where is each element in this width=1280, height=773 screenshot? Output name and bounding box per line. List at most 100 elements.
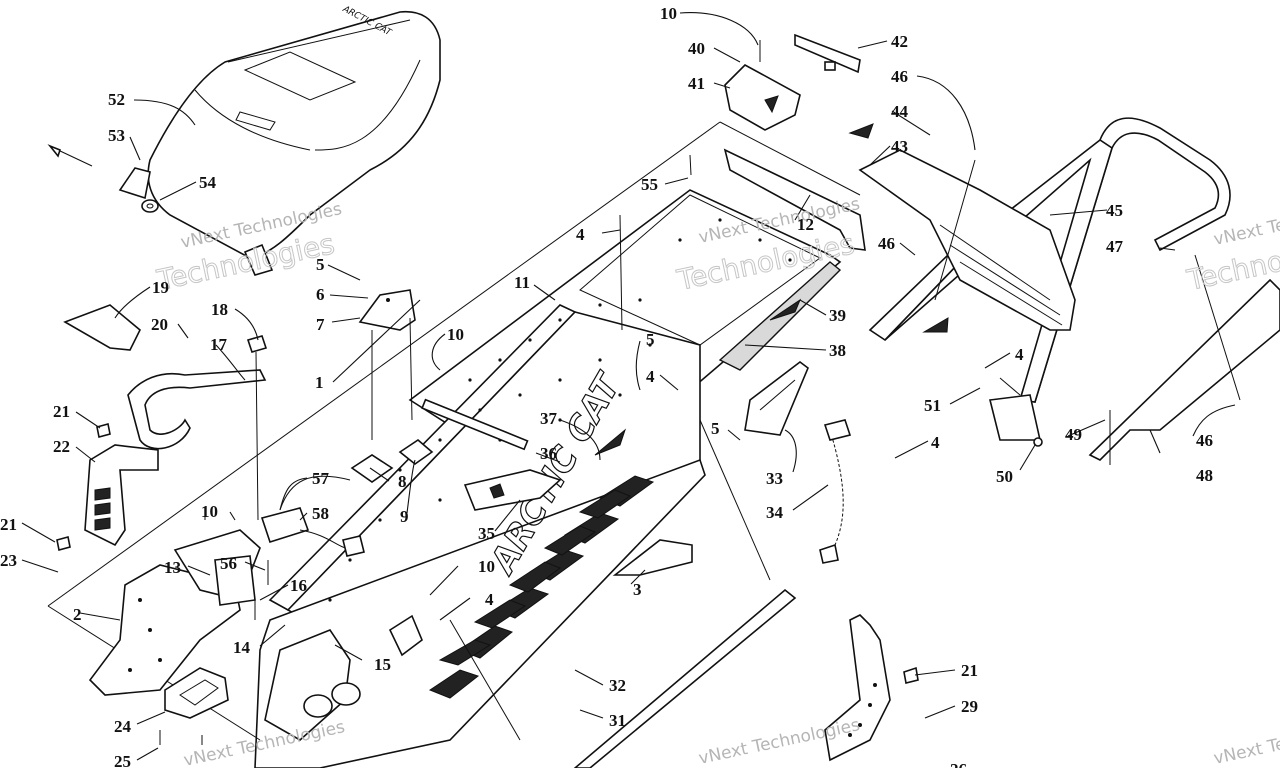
callout-51: 51 xyxy=(924,396,941,415)
callout-4b: 4 xyxy=(646,367,655,386)
callout-17: 17 xyxy=(210,335,228,354)
callout-9: 9 xyxy=(400,507,409,526)
callout-26: 26 xyxy=(950,760,967,768)
flap-45 xyxy=(858,149,1076,331)
callout-23: 23 xyxy=(0,551,17,570)
plate-33 xyxy=(744,360,809,436)
callout-56: 56 xyxy=(220,554,237,573)
step-bracket-22 xyxy=(84,444,159,547)
front-bracket-13 xyxy=(173,529,261,606)
callout-41: 41 xyxy=(688,74,705,93)
nut-21b xyxy=(56,536,71,551)
callout-46c: 46 xyxy=(1196,431,1213,450)
module-58 xyxy=(260,475,365,557)
callout-35: 35 xyxy=(478,524,495,543)
leader-lines xyxy=(21,12,1236,761)
callout-54: 54 xyxy=(199,173,217,192)
cover-24 xyxy=(164,667,229,719)
callout-4c: 4 xyxy=(485,590,494,609)
seat-pin-53 xyxy=(47,144,93,167)
callout-4e: 4 xyxy=(931,433,940,452)
callout-13: 13 xyxy=(164,558,181,577)
front-bracket-2 xyxy=(88,558,241,696)
callout-4d: 4 xyxy=(1015,345,1024,364)
callout-37: 37 xyxy=(540,409,558,428)
callout-39: 39 xyxy=(829,306,846,325)
callout-6: 6 xyxy=(316,285,325,304)
callout-21b: 21 xyxy=(0,515,17,534)
callout-48: 48 xyxy=(1196,466,1213,485)
nut-18 xyxy=(246,335,268,521)
callout-36: 36 xyxy=(540,444,557,463)
seat-bushing-54 xyxy=(141,199,159,213)
callout-32: 32 xyxy=(609,676,626,695)
callout-7: 7 xyxy=(316,315,325,334)
chain-34 xyxy=(819,419,852,564)
nut-21c xyxy=(903,666,919,684)
callout-15: 15 xyxy=(374,655,391,674)
callout-10d: 10 xyxy=(478,557,495,576)
tunnel-assembly: ARCTIC CAT xyxy=(254,148,866,769)
callout-1: 1 xyxy=(315,373,324,392)
callout-24: 24 xyxy=(114,717,132,736)
callout-44: 44 xyxy=(891,102,909,121)
callout-29: 29 xyxy=(961,697,978,716)
nut-21a xyxy=(96,423,111,438)
callout-42: 42 xyxy=(891,32,908,51)
callout-53: 53 xyxy=(108,126,125,145)
callout-58: 58 xyxy=(312,504,329,523)
callout-labels: 1 2 3 4 4 4 4 4 5 5 5 6 7 8 9 10 10 10 1… xyxy=(0,4,1213,773)
callout-12: 12 xyxy=(797,215,814,234)
callout-40: 40 xyxy=(688,39,705,58)
bracket-3 xyxy=(612,539,693,576)
bracket-7 xyxy=(358,289,416,331)
callout-47: 47 xyxy=(1106,237,1124,256)
callout-16: 16 xyxy=(290,576,307,595)
callout-21a: 21 xyxy=(53,402,70,421)
callout-10c: 10 xyxy=(201,502,218,521)
watermark-9: vNext Technologies xyxy=(1212,715,1280,768)
callout-50: 50 xyxy=(996,467,1013,486)
bracket-40 xyxy=(724,64,801,131)
callout-31: 31 xyxy=(609,711,626,730)
running-board-29 xyxy=(824,614,891,762)
callout-11: 11 xyxy=(514,273,530,292)
seat-assembly: ARCTIC CAT xyxy=(118,4,441,276)
callout-10b: 10 xyxy=(447,325,464,344)
callout-52: 52 xyxy=(108,90,125,109)
callout-8: 8 xyxy=(398,472,407,491)
callout-46b: 46 xyxy=(878,234,895,253)
deck-holes xyxy=(328,218,792,602)
clip-50 xyxy=(989,394,1043,447)
callout-38: 38 xyxy=(829,341,846,360)
callout-20: 20 xyxy=(151,315,168,334)
callout-22: 22 xyxy=(53,437,70,456)
handle-17 xyxy=(127,369,267,450)
callout-34: 34 xyxy=(766,503,784,522)
callout-46a: 46 xyxy=(891,67,908,86)
callout-4a: 4 xyxy=(576,225,585,244)
callout-55: 55 xyxy=(641,175,658,194)
callout-43: 43 xyxy=(891,137,908,156)
callout-21c: 21 xyxy=(961,661,978,680)
callout-18: 18 xyxy=(211,300,228,319)
callout-10a: 10 xyxy=(660,4,677,23)
bracket-42 xyxy=(794,33,861,74)
callout-5a: 5 xyxy=(316,255,325,274)
callout-2: 2 xyxy=(73,605,82,624)
callout-19: 19 xyxy=(152,278,169,297)
callout-3: 3 xyxy=(633,580,642,599)
callout-33: 33 xyxy=(766,469,783,488)
callout-49: 49 xyxy=(1065,425,1082,444)
side-vents xyxy=(428,475,655,699)
callout-57: 57 xyxy=(312,469,330,488)
callout-5b: 5 xyxy=(646,330,655,349)
callout-45: 45 xyxy=(1106,201,1123,220)
callout-14: 14 xyxy=(233,638,251,657)
callout-25: 25 xyxy=(114,752,131,768)
bracket-19 xyxy=(63,304,141,351)
callout-5c: 5 xyxy=(711,419,720,438)
snowflap-48 xyxy=(1088,278,1280,461)
fastener-lines xyxy=(159,40,1241,745)
